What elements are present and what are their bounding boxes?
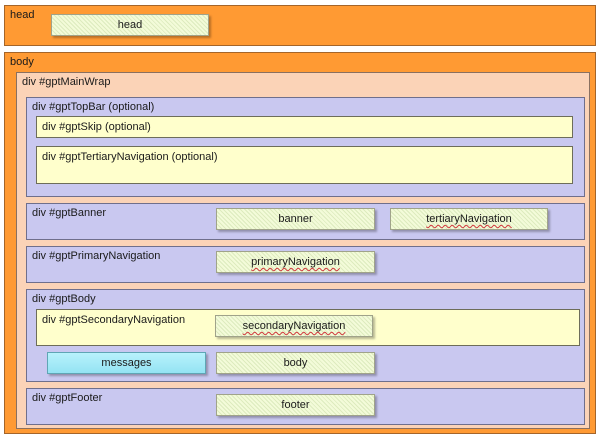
secondary-navigation-chip: secondaryNavigation xyxy=(215,315,373,337)
tertiary-navigation-section: div #gptTertiaryNavigation (optional) xyxy=(36,146,573,184)
primary-navigation-section: div #gptPrimaryNavigation primaryNavigat… xyxy=(26,246,585,283)
main-wrap-label: div #gptMainWrap xyxy=(22,76,111,88)
footer-section: div #gptFooter footer xyxy=(26,388,585,425)
gpt-body-section: div #gptBody div #gptSecondaryNavigation… xyxy=(26,289,585,382)
banner-chip: banner xyxy=(216,208,375,230)
skip-section: div #gptSkip (optional) xyxy=(36,116,573,138)
tertiary-navigation-label: div #gptTertiaryNavigation (optional) xyxy=(42,151,218,163)
primary-navigation-chip: primaryNavigation xyxy=(216,251,375,273)
head-label: head xyxy=(10,9,35,21)
secondary-navigation-chip-text: secondaryNavigation xyxy=(242,320,346,332)
tertiary-navigation-chip-text: tertiaryNavigation xyxy=(426,213,512,225)
head-container: head head xyxy=(4,5,596,46)
gpt-body-label: div #gptBody xyxy=(32,293,96,305)
main-wrap-container: div #gptMainWrap div #gptTopBar (optiona… xyxy=(16,72,590,429)
body-label: body xyxy=(10,56,34,68)
primary-navigation-label: div #gptPrimaryNavigation xyxy=(32,250,161,262)
head-chip: head xyxy=(51,14,209,36)
primary-navigation-chip-text: primaryNavigation xyxy=(251,256,340,268)
body-container: body div #gptMainWrap div #gptTopBar (op… xyxy=(4,52,596,434)
banner-section: div #gptBanner banner tertiaryNavigation xyxy=(26,203,585,240)
skip-label: div #gptSkip (optional) xyxy=(42,121,151,133)
body-chip: body xyxy=(216,352,375,374)
banner-label: div #gptBanner xyxy=(32,207,106,219)
top-bar-section: div #gptTopBar (optional) div #gptSkip (… xyxy=(26,97,585,197)
top-bar-label: div #gptTopBar (optional) xyxy=(32,101,155,113)
footer-label: div #gptFooter xyxy=(32,392,103,404)
secondary-navigation-section: div #gptSecondaryNavigation secondaryNav… xyxy=(36,309,580,346)
secondary-navigation-label: div #gptSecondaryNavigation xyxy=(42,314,186,326)
footer-chip: footer xyxy=(216,394,375,416)
messages-chip: messages xyxy=(47,352,206,374)
tertiary-navigation-chip: tertiaryNavigation xyxy=(390,208,548,230)
